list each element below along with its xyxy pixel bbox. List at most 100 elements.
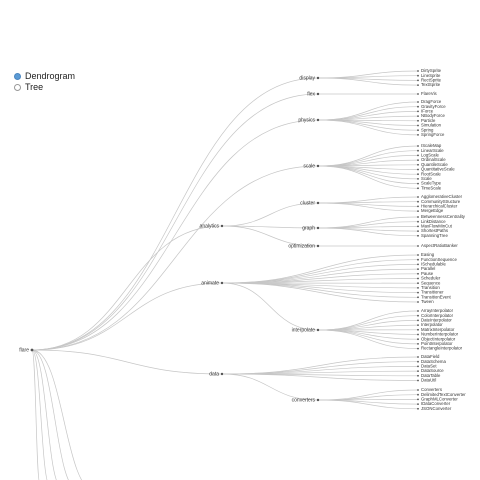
leaf-label: Transitioner [421, 290, 444, 295]
leaf-label: LinearScale [421, 148, 444, 153]
tree-link [317, 329, 419, 349]
dendrogram-option[interactable]: Dendrogram [14, 71, 75, 82]
leaf-node [417, 84, 419, 86]
root-node [30, 348, 34, 352]
links [31, 70, 419, 480]
leaf-node [417, 319, 419, 322]
dendrogram-radio[interactable] [14, 73, 21, 80]
display-label: display [299, 75, 315, 81]
leaf-node [417, 234, 419, 237]
leaf-node [417, 393, 419, 396]
leaf-node [417, 230, 419, 233]
leaf-node [417, 360, 419, 363]
leaf-label: MergeEdge [421, 208, 444, 213]
tree-link [31, 349, 40, 480]
tree-link [31, 119, 319, 351]
tree-link [317, 101, 419, 121]
leaf-label: DateInterpolator [421, 318, 452, 323]
leaf-node [417, 205, 419, 208]
leaf-node [417, 258, 419, 261]
leaf-label: ScaleType [421, 181, 442, 186]
leaf-label: Particle [421, 118, 436, 123]
leaf-label: LinkDistance [421, 219, 446, 224]
leaf-node [417, 398, 419, 401]
leaf-label: ShortestPaths [421, 228, 448, 233]
tree-link [317, 77, 419, 86]
leaf-node [417, 245, 419, 247]
leaf-label: MatrixInterpolator [421, 327, 455, 332]
leaf-node [417, 124, 419, 127]
leaf-node [417, 374, 419, 377]
data-label: data [209, 371, 219, 377]
data-node [220, 372, 224, 376]
leaf-node [417, 101, 419, 103]
tree-link [221, 370, 419, 375]
leaf-label: LogScale [421, 153, 440, 158]
leaf-label: Easing [421, 252, 435, 257]
leaf-node [417, 74, 419, 77]
leaf-label: SpringForce [421, 132, 445, 137]
leaf-label: NumberInterpolator [421, 332, 459, 337]
leaf-node [417, 115, 419, 117]
leaf-label: DataField [421, 354, 440, 359]
leaf-label: CommunityStructure [421, 199, 461, 204]
scale-node [316, 164, 320, 168]
analytics-node [220, 224, 224, 228]
leaf-label: DataSchema [421, 359, 446, 364]
leaf-node [417, 119, 419, 122]
analytics-label: analytics [200, 223, 220, 229]
tree-link [31, 165, 319, 351]
leaf-label: Pause [421, 271, 434, 276]
leaf-label: RootScale [421, 171, 441, 176]
leaf-node [417, 216, 419, 218]
optimization-label: optimization [288, 243, 315, 249]
tree-link [221, 202, 319, 227]
leaf-node [417, 370, 419, 372]
leaf-label: Sequence [421, 280, 441, 285]
tree-link [317, 226, 419, 229]
leaf-node [417, 225, 419, 228]
tree-link [221, 282, 419, 303]
layout-switcher: Dendrogram Tree [14, 71, 75, 93]
leaf-label: Converters [421, 387, 442, 392]
leaf-node [417, 210, 419, 213]
leaf-label: PointInterpolator [421, 341, 453, 346]
leaf-label: IScaleMap [421, 143, 442, 148]
tree-link [317, 165, 419, 184]
leaf-label: Simulation [421, 123, 442, 128]
nodes [30, 70, 419, 410]
leaf-label: Interpolator [421, 322, 443, 327]
leaf-label: GraphMLConverter [421, 397, 458, 402]
tree-radio[interactable] [14, 84, 21, 91]
leaf-node [417, 314, 419, 317]
leaf-node [417, 338, 419, 341]
leaf-node [417, 200, 419, 203]
tree-link [31, 349, 48, 480]
leaf-label: DirtySprite [421, 68, 442, 73]
interpolate-label: interpolate [292, 327, 316, 333]
leaf-label: Scheduler [421, 276, 441, 281]
leaf-label: Tween [421, 299, 434, 304]
leaf-node [417, 105, 419, 108]
tree-link [31, 225, 223, 351]
leaf-label: Spring [421, 127, 434, 132]
leaf-label: QuantitativeScale [421, 167, 455, 172]
tree-link [31, 349, 57, 480]
tree-link [31, 349, 223, 375]
tree-label: Tree [25, 82, 44, 92]
tree-option[interactable]: Tree [14, 82, 75, 93]
tree-link [31, 282, 223, 351]
tree-link [317, 399, 419, 410]
leaf-label: OrdinalScale [421, 157, 446, 162]
leaf-node [417, 379, 419, 382]
tree-link [317, 165, 419, 189]
leaf-label: HierarchicalCluster [421, 204, 458, 209]
leaf-node [417, 272, 419, 275]
graph-label: graph [302, 225, 315, 231]
leaf-label: Transition [421, 285, 440, 290]
tree-link [221, 361, 419, 375]
leaf-label: DataTable [421, 373, 441, 378]
physics-node [316, 118, 320, 122]
leaf-node [417, 182, 419, 185]
leaf-label: DragForce [421, 99, 442, 104]
